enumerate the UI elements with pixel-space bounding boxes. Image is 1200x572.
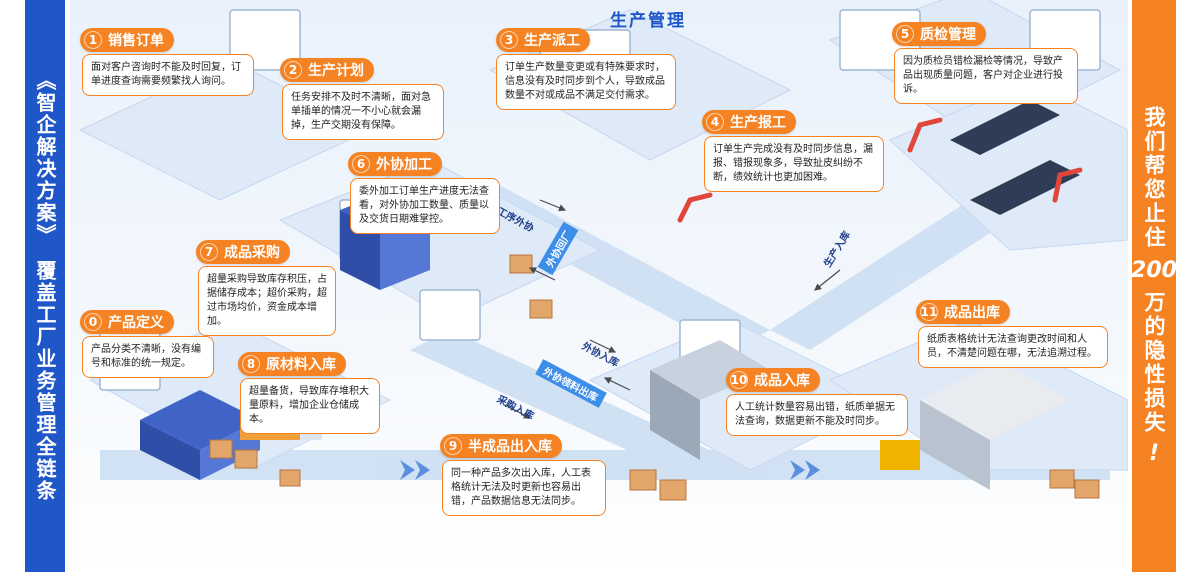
step-0-header: 0 产品定义 <box>80 310 174 334</box>
step-4-header: 4 生产报工 <box>702 110 796 134</box>
step-1-number: 1 <box>84 31 102 49</box>
step-10-title: 成品入库 <box>754 373 810 389</box>
step-2-number: 2 <box>284 61 302 79</box>
step-8-number: 8 <box>242 355 260 373</box>
step-7-header: 7 成品采购 <box>196 240 290 264</box>
step-0-title: 产品定义 <box>108 315 164 331</box>
step-6-desc: 委外加工订单生产进度无法查看，对外协加工数量、质量以及交货日期难掌控。 <box>350 178 500 234</box>
right-banner: 我们帮您止住 200 万的隐性损失 ! <box>1131 0 1177 572</box>
step-3-title: 生产派工 <box>524 33 580 49</box>
step-3-number: 3 <box>500 31 518 49</box>
step-5-title: 质检管理 <box>920 27 976 43</box>
step-9-header: 9 半成品出入库 <box>440 434 562 458</box>
right-banner-top: 我们帮您止住 <box>1142 106 1166 250</box>
section-title: 生产管理 <box>610 11 686 31</box>
step-6-header: 6 外协加工 <box>348 152 442 176</box>
step-1-title: 销售订单 <box>108 33 164 49</box>
step-4-number: 4 <box>706 113 724 131</box>
step-9-title: 半成品出入库 <box>468 439 552 455</box>
left-banner: 《智企解决方案》 覆盖工厂业务管理全链条 <box>25 0 65 572</box>
right-banner-number: 200 <box>1131 258 1177 283</box>
right-banner-bottom: 万的隐性损失 <box>1142 291 1166 435</box>
step-8-desc: 超量备货，导致库存堆积大量原料，增加企业仓储成本。 <box>240 378 380 434</box>
step-11-desc: 纸质表格统计无法查询更改时间和人员，不清楚问题在哪，无法追溯过程。 <box>918 326 1108 368</box>
step-4-title: 生产报工 <box>730 115 786 131</box>
step-3-header: 3 生产派工 <box>496 28 590 52</box>
right-banner-exclaim: ! <box>1148 441 1160 466</box>
step-1-header: 1 销售订单 <box>80 28 174 52</box>
step-7-number: 7 <box>200 243 218 261</box>
step-11-number: 11 <box>920 303 938 321</box>
step-2-header: 2 生产计划 <box>280 58 374 82</box>
step-10-number: 10 <box>730 371 748 389</box>
step-4-desc: 订单生产完成没有及时同步信息，漏报、错报现象多，导致扯皮纠纷不断，绩效统计也更加… <box>704 136 884 192</box>
step-8-title: 原材料入库 <box>266 357 336 373</box>
step-7-desc: 超量采购导致库存积压，占据储存成本；超价采购，超过市场均价，资金成本增加。 <box>198 266 336 336</box>
step-9-desc: 同一种产品多次出入库，人工表格统计无法及时更新也容易出错，产品数据信息无法同步。 <box>442 460 606 516</box>
left-banner-subtitle: 覆盖工厂业务管理全链条 <box>33 260 57 502</box>
factory-diagram: 生产管理 工序外协 外协回厂 生产入库 外协入库 外协领料出库 采购入库 1 销… <box>70 0 1128 572</box>
step-8-header: 8 原材料入库 <box>238 352 346 376</box>
step-5-desc: 因为质检员错检漏检等情况，导致产品出现质量问题，客户对企业进行投诉。 <box>894 48 1078 104</box>
step-2-title: 生产计划 <box>308 63 364 79</box>
step-7-title: 成品采购 <box>224 245 280 261</box>
left-banner-title: 《智企解决方案》 <box>33 70 57 246</box>
step-0-number: 0 <box>84 313 102 331</box>
step-0-desc: 产品分类不清晰，没有编号和标准的统一规定。 <box>82 336 214 378</box>
step-10-header: 10 成品入库 <box>726 368 820 392</box>
step-1-desc: 面对客户咨询时不能及时回复，订单进度查询需要频繁找人询问。 <box>82 54 254 96</box>
step-11-title: 成品出库 <box>944 305 1000 321</box>
step-3-desc: 订单生产数量变更或有特殊要求时，信息没有及时同步到个人，导致成品数量不对或成品不… <box>496 54 676 110</box>
step-6-title: 外协加工 <box>376 157 432 173</box>
step-2-desc: 任务安排不及时不清晰，面对急单插单的情况一不小心就会漏掉，生产交期没有保障。 <box>282 84 444 140</box>
step-10-desc: 人工统计数量容易出错，纸质单据无法查询，数据更新不能及时同步。 <box>726 394 908 436</box>
step-5-header: 5 质检管理 <box>892 22 986 46</box>
step-11-header: 11 成品出库 <box>916 300 1010 324</box>
step-9-number: 9 <box>444 437 462 455</box>
step-6-number: 6 <box>352 155 370 173</box>
step-5-number: 5 <box>896 25 914 43</box>
